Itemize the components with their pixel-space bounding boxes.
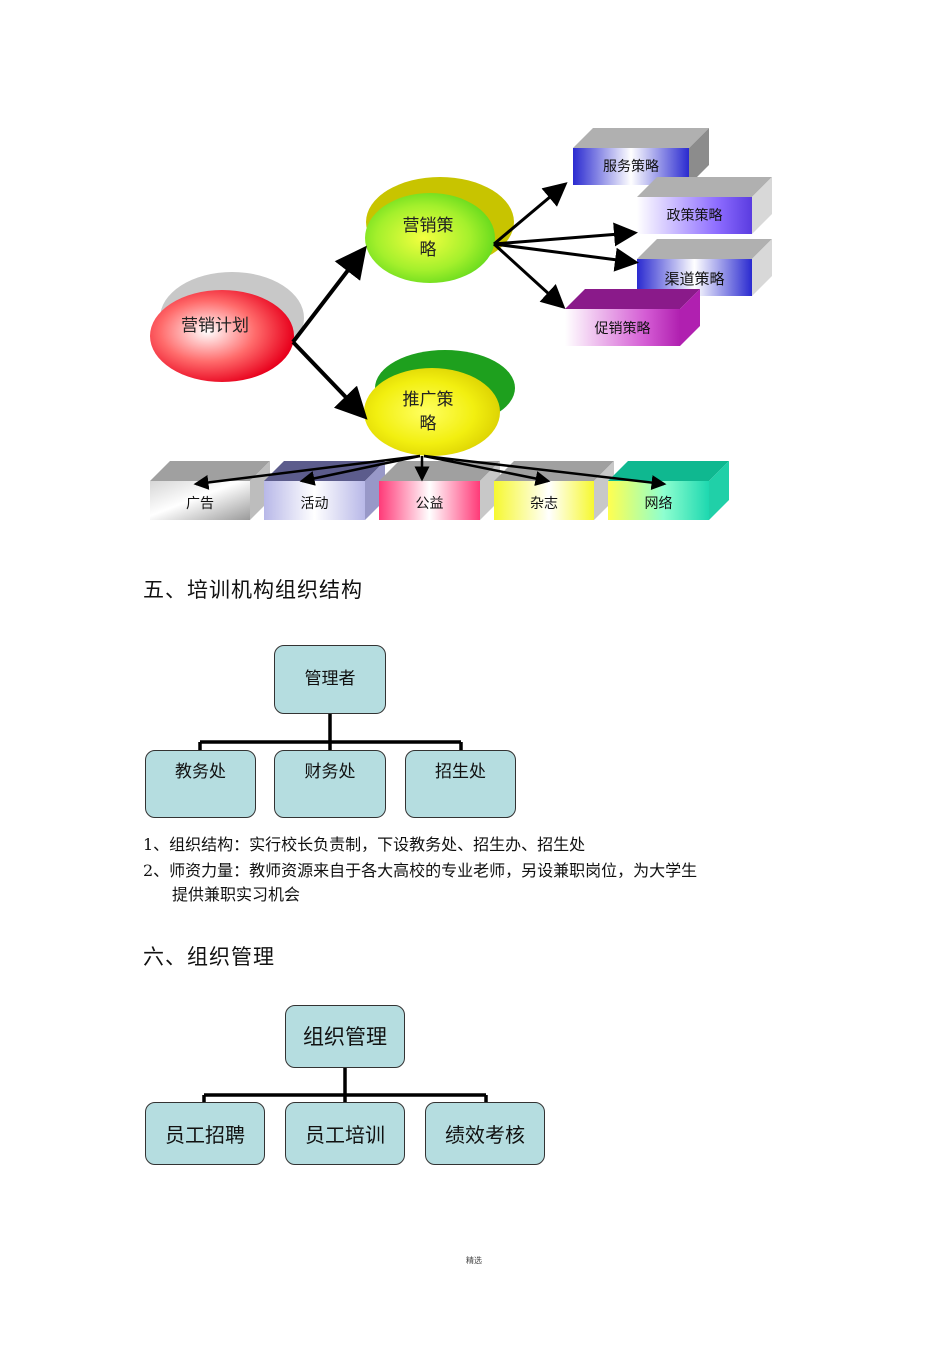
org2-child-recruit: 员工招聘 — [145, 1102, 265, 1165]
oval-root — [150, 272, 304, 382]
strategy-channel-label: 渠道策略 — [664, 270, 725, 288]
strategy-box-policy — [637, 177, 772, 234]
promotion-label-line1: 推广策 — [402, 390, 454, 410]
org2-top: 组织管理 — [285, 1005, 405, 1068]
strategy-service-label: 服务策略 — [603, 159, 659, 175]
promotion-label: 推广策 略 — [376, 388, 480, 436]
root-label: 营销计划 — [181, 316, 249, 336]
channel-activity-label: 活动 — [300, 496, 329, 512]
footer-label: 精选 — [466, 1256, 482, 1265]
channel-ad-label: 广告 — [186, 496, 214, 512]
section5-heading: 五、培训机构组织结构 — [143, 578, 363, 602]
org-child-academic: 教务处 — [145, 750, 256, 818]
org2-child-performance: 绩效考核 — [425, 1102, 545, 1165]
note-faculty-cont: 提供兼职实习机会 — [172, 885, 301, 904]
oval-promotion — [364, 350, 515, 456]
channel-magazine-label: 杂志 — [530, 496, 558, 512]
channel-charity-label: 公益 — [415, 496, 444, 512]
marketing-diagram — [150, 128, 772, 520]
org-child-admissions: 招生处 — [405, 750, 516, 818]
strategy-label-line1: 营销策 — [402, 216, 454, 236]
arrows-channels — [193, 454, 667, 491]
strategy-promo-label: 促销策略 — [594, 321, 651, 337]
strategy-label: 营销策 略 — [376, 214, 480, 262]
strategy-label-line2: 略 — [419, 240, 437, 260]
note-structure: 1、组织结构：实行校长负责制，下设教务处、招生办、招生处 — [143, 835, 586, 854]
arrows-main — [291, 245, 368, 420]
strategy-policy-label: 政策策略 — [666, 208, 723, 224]
oval-strategy — [365, 177, 514, 283]
note-faculty: 2、师资力量：教师资源来自于各大高校的专业老师，另设兼职岗位，为大学生 — [143, 861, 698, 880]
promotion-label-line2: 略 — [419, 414, 437, 434]
arrows-strategy — [492, 182, 639, 310]
section6-heading: 六、组织管理 — [143, 945, 275, 969]
strategy-box-promo — [565, 289, 700, 346]
org-top-manager: 管理者 — [274, 645, 386, 714]
org-child-finance: 财务处 — [274, 750, 386, 818]
channel-network-label: 网络 — [644, 496, 673, 512]
channel-box-activity — [264, 461, 385, 520]
org2-child-training: 员工培训 — [285, 1102, 405, 1165]
